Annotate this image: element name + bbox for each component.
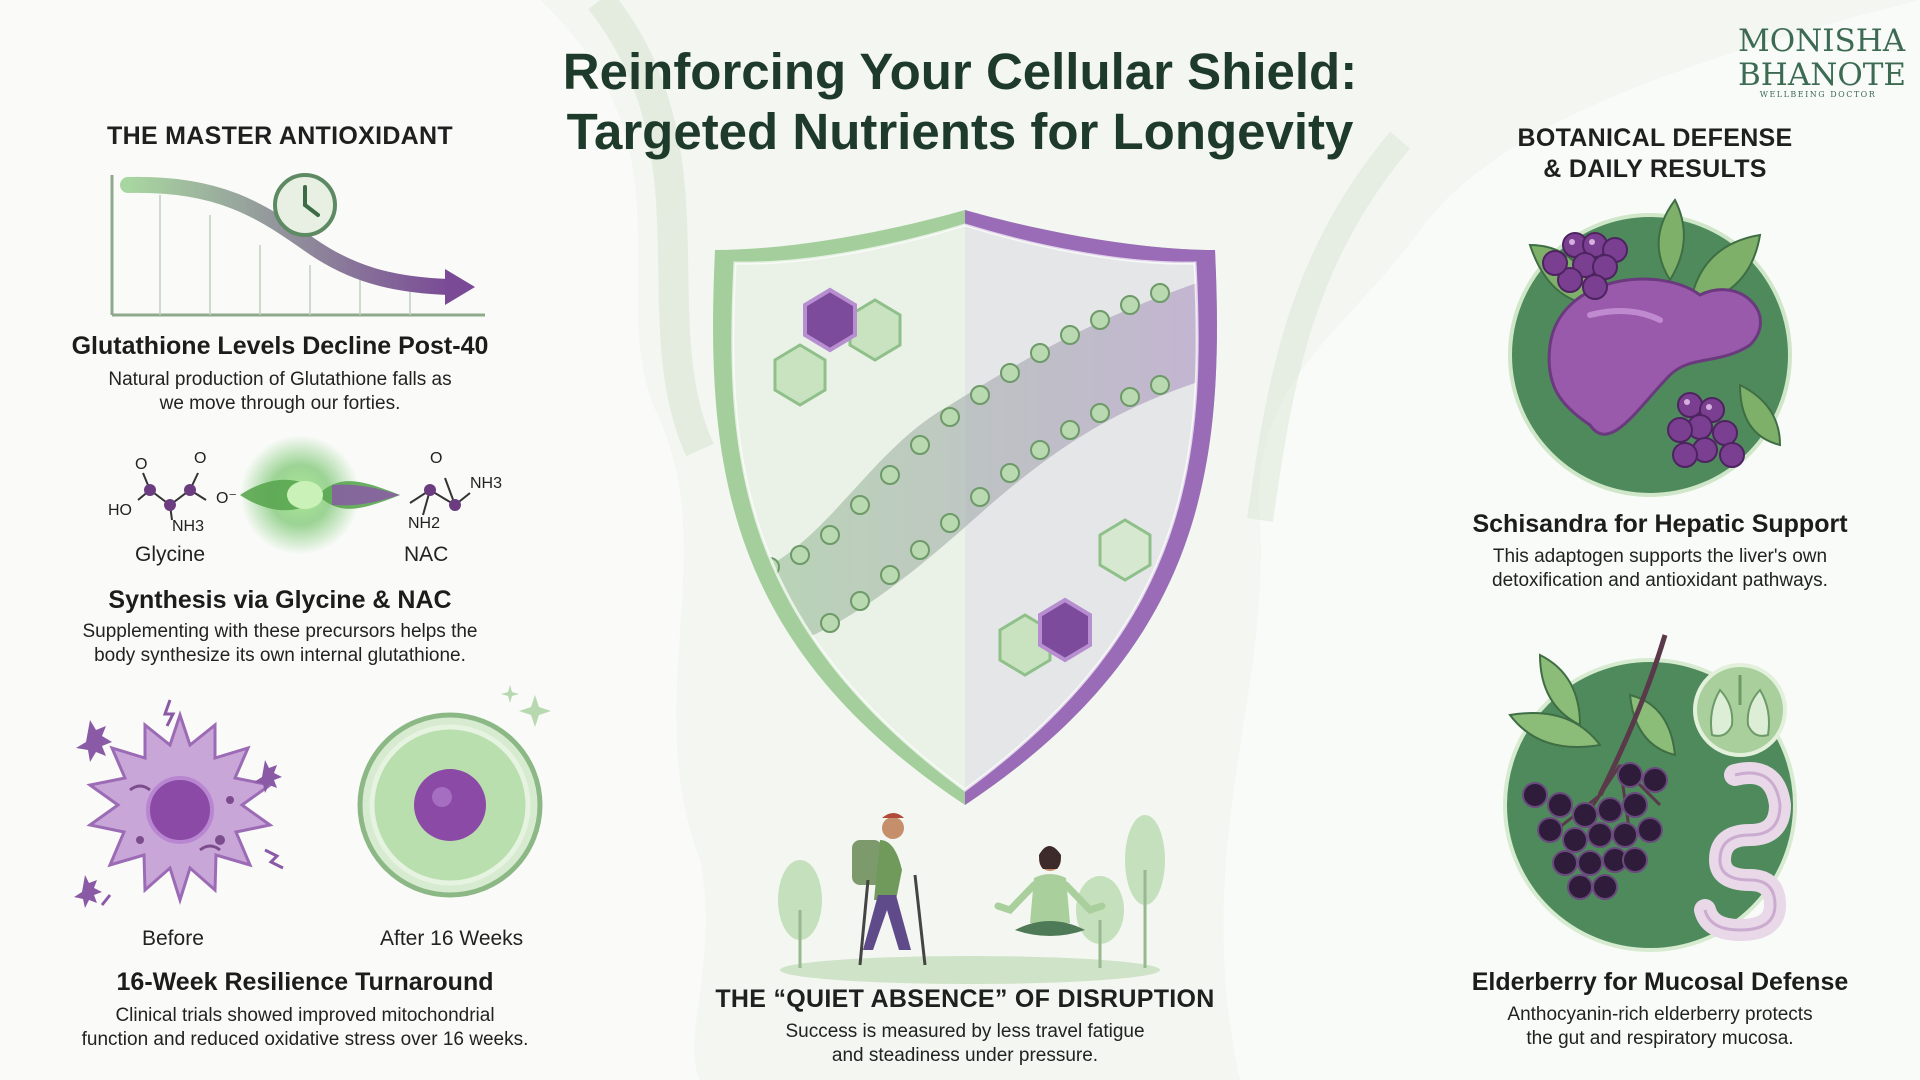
schisandra-description: This adaptogen supports the liver's own … [1420, 545, 1900, 593]
before-label: Before [142, 927, 204, 950]
chem-nh3-glycine: NH3 [172, 518, 205, 535]
cellular-shield-icon [713, 210, 1217, 805]
glycine-label: Glycine [135, 543, 206, 566]
hiker-meditation-illustration [778, 813, 1165, 984]
right-section-title: BOTANICAL DEFENSE & DAILY RESULTS [1420, 123, 1890, 185]
synthesis-heading: Synthesis via Glycine & NAC [108, 586, 452, 614]
quiet-absence-heading: THE “QUIET ABSENCE” OF DISRUPTION [715, 985, 1215, 1013]
decline-chart-icon [110, 173, 485, 317]
synthesis-desc-line1: Supplementing with these precursors help… [82, 621, 478, 642]
resilience-heading: 16-Week Resilience Turnaround [116, 968, 494, 996]
elderberry-gut-lungs-icon [1503, 634, 1797, 952]
chem-o-left: O [135, 456, 148, 473]
clock-icon [273, 173, 337, 237]
chem-o-mid: O [194, 450, 207, 467]
elderberry-heading: Elderberry for Mucosal Defense [1471, 968, 1849, 996]
brand-logo: MONISHA BHANOTE WELLBEING DOCTOR [1738, 23, 1907, 100]
schisandra-heading: Schisandra for Hepatic Support [1472, 510, 1848, 538]
schisandra-desc-line2: detoxification and antioxidant pathways. [1492, 570, 1828, 591]
decline-desc-line1: Natural production of Glutathione falls … [108, 369, 452, 390]
right-section-title-line1: BOTANICAL DEFENSE [1517, 124, 1793, 152]
synthesis-desc-line2: body synthesize its own internal glutath… [94, 645, 466, 666]
elderberry-desc-line2: the gut and respiratory mucosa. [1526, 1028, 1794, 1049]
logo-line2: BHANOTE [1738, 57, 1907, 93]
page-title-line1: Reinforcing Your Cellular Shield: [562, 43, 1358, 100]
chem-ho: HO [108, 502, 132, 519]
logo-tagline: WELLBEING DOCTOR [1759, 90, 1877, 99]
nac-label: NAC [404, 543, 449, 566]
quiet-absence-desc-line1: Success is measured by less travel fatig… [785, 1021, 1145, 1042]
elderberry-desc-line1: Anthocyanin-rich elderberry protects [1507, 1004, 1813, 1025]
decline-desc-line2: we move through our forties. [159, 393, 401, 414]
quiet-absence-description: Success is measured by less travel fatig… [700, 1020, 1230, 1068]
meditating-figure [994, 846, 1106, 936]
page-title-line2: Targeted Nutrients for Longevity [566, 103, 1354, 160]
resilience-desc-line2: function and reduced oxidative stress ov… [81, 1029, 529, 1050]
quiet-absence-desc-line2: and steadiness under pressure. [831, 1045, 1099, 1066]
chem-o-nac: O [430, 450, 443, 467]
resilience-desc-line1: Clinical trials showed improved mitochon… [115, 1005, 495, 1026]
stressed-cell-icon [74, 699, 284, 908]
chem-nh2: NH2 [408, 515, 441, 532]
after-label: After 16 Weeks [380, 927, 524, 950]
page-title: Reinforcing Your Cellular Shield: Target… [0, 42, 1920, 162]
right-section-title-line2: & DAILY RESULTS [1543, 155, 1767, 183]
decline-heading: Glutathione Levels Decline Post-40 [71, 332, 489, 360]
chem-nh3-nac: NH3 [470, 475, 503, 492]
decline-description: Natural production of Glutathione falls … [30, 368, 530, 416]
elderberry-description: Anthocyanin-rich elderberry protects the… [1420, 1003, 1900, 1051]
resilience-description: Clinical trials showed improved mitochon… [30, 1004, 580, 1052]
chem-o-minus: O⁻ [216, 490, 237, 507]
hiker-figure [852, 813, 927, 966]
healthy-cell-icon [357, 685, 551, 898]
molecule-merge-icon [137, 435, 471, 555]
logo-line1: MONISHA [1738, 23, 1906, 59]
left-section-title: THE MASTER ANTIOXIDANT [107, 122, 453, 150]
schisandra-desc-line1: This adaptogen supports the liver's own [1492, 546, 1828, 567]
schisandra-liver-icon [1508, 198, 1792, 497]
synthesis-description: Supplementing with these precursors help… [30, 620, 530, 668]
